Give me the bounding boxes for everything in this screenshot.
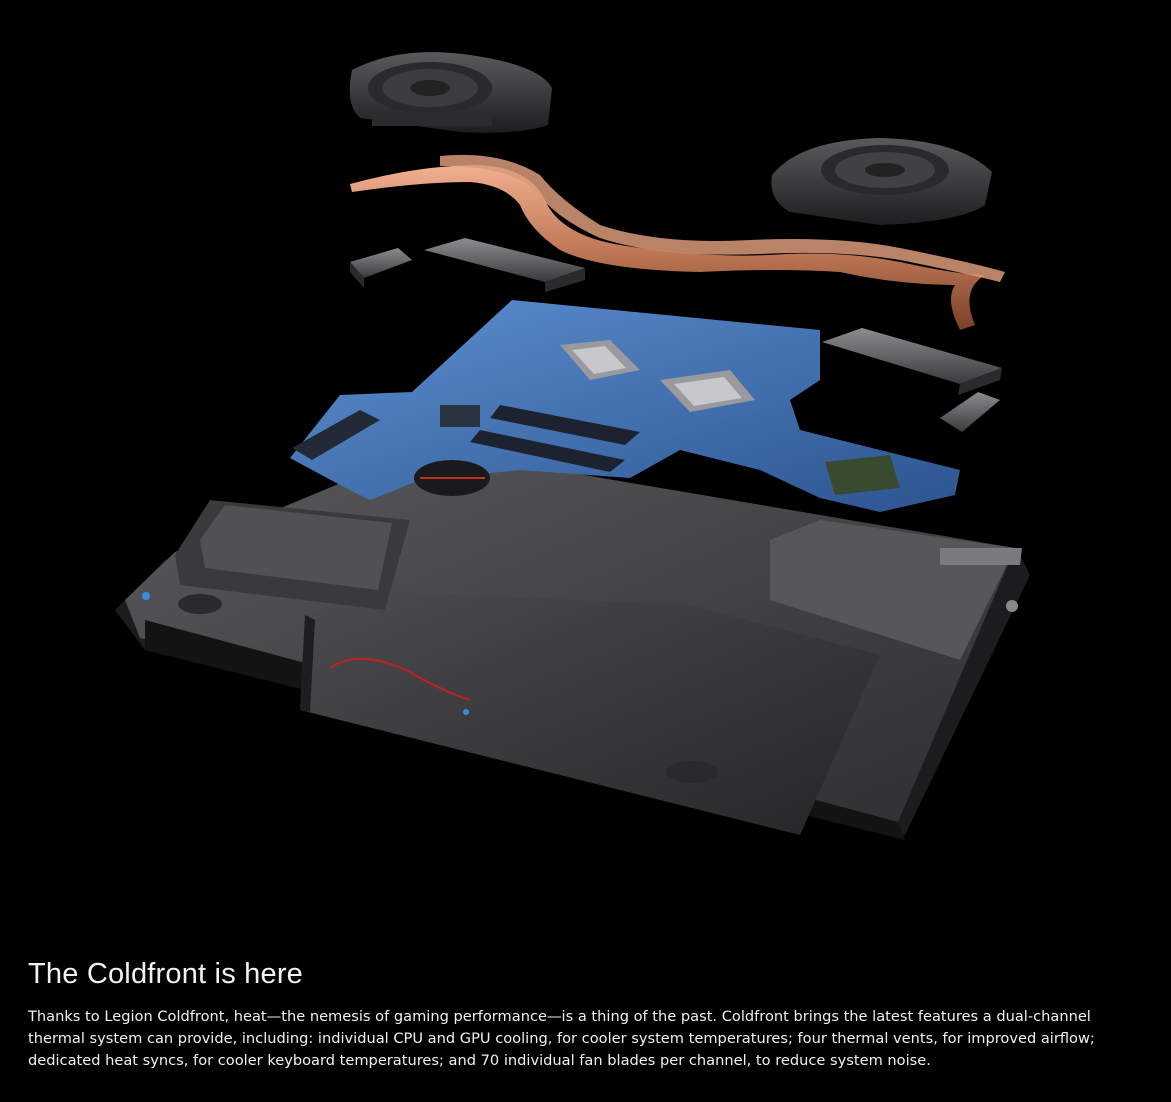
thermal-pads [350,238,1002,432]
motherboard [290,300,960,512]
exploded-laptop-illustration [115,52,1030,840]
section-title: The Coldfront is here [28,958,303,990]
copper-heat-pipe [350,154,1005,330]
cooling-fan-left [349,52,552,133]
laptop-chassis [115,448,1030,840]
hero-illustration [115,52,1030,840]
section-body: Thanks to Legion Coldfront, heat—the nem… [28,1008,1095,1069]
feature-copy: The Coldfront is here Thanks to Legion C… [28,952,1148,1072]
cooling-fan-right [771,138,992,225]
